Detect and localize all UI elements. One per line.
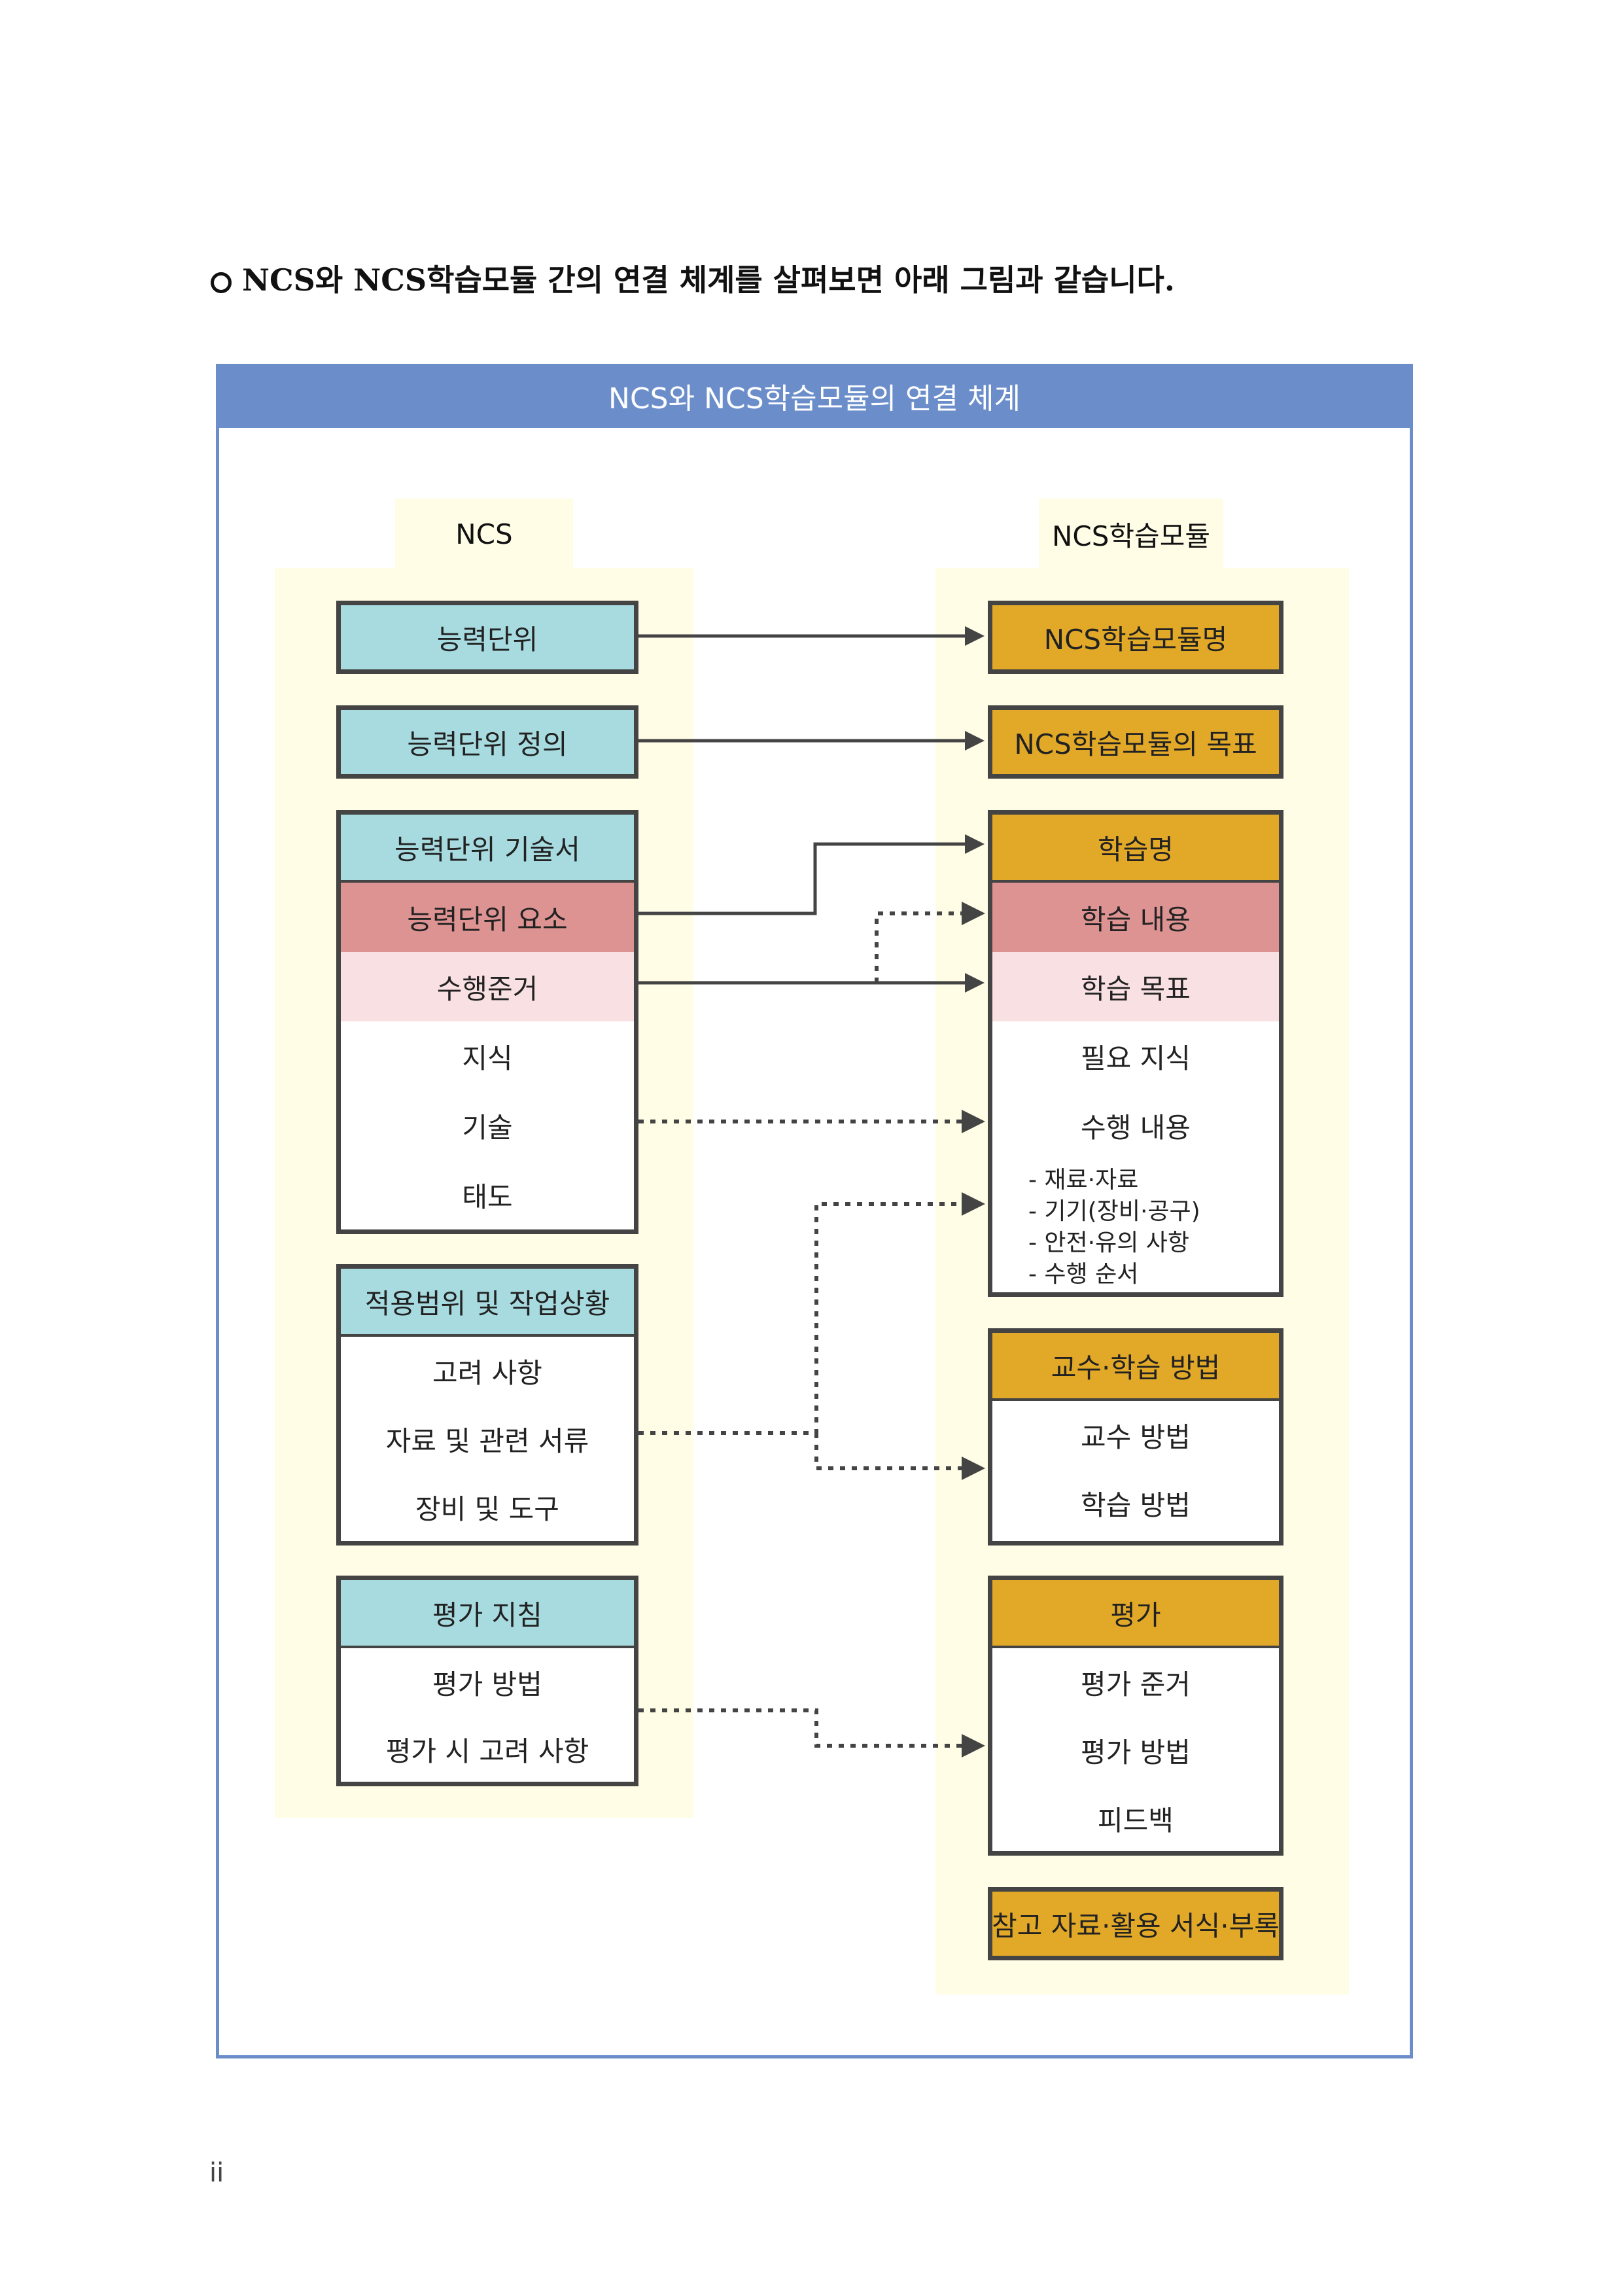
ncs-column-header: NCS [395,499,573,569]
ncs-skill: 기술 [462,1111,513,1144]
module-learning-content: 학습 내용 [992,883,1279,952]
ncs-equipment: 장비 및 도구 [415,1492,559,1525]
module-reference: 참고 자료·활용 서식·부록 [992,1892,1280,1956]
ncs-knowledge: 지식 [462,1042,513,1074]
module-learning-method: 학습 방법 [1081,1489,1191,1521]
module-eval-criteria: 평가 준거 [1081,1668,1191,1701]
ncs-unit: 능력단위 [341,605,634,669]
list-item: - 재료·자료 [1028,1167,1139,1193]
ncs-scope-title: 적용범위 및 작업상황 [341,1269,634,1337]
ncs-attitude: 태도 [462,1180,513,1213]
ncs-definition: 능력단위 정의 [341,710,634,774]
module-eval-title: 평가 [992,1580,1279,1648]
circle-bullet-icon [211,272,232,293]
ncs-descriptor-box: 능력단위 기술서 능력단위 요소 수행준거 지식 기술 태도 [336,810,638,1234]
module-goal: NCS학습모듈의 목표 [992,710,1279,774]
ncs-eval-considerations: 평가 시 고려 사항 [385,1735,589,1767]
module-goal-box: NCS학습모듈의 목표 [988,705,1283,779]
module-learning-box: 학습명 학습 내용 학습 목표 필요 지식 수행 내용 [988,810,1283,1297]
dotted-materials-to-list [638,1192,985,1435]
dotted-eval-considerations-to-method [638,1708,985,1757]
module-reference-box: 참고 자료·활용 서식·부록 [988,1887,1283,1960]
ncs-scope-box: 적용범위 및 작업상황 고려 사항 자료 및 관련 서류 장비 및 도구 [336,1264,638,1545]
ncs-eval-title: 평가 지침 [341,1580,634,1648]
ncs-eval-box: 평가 지침 평가 방법 평가 시 고려 사항 [336,1576,638,1786]
diagram-title: NCS와 NCS학습모듈의 연결 체계 [216,364,1413,428]
ncs-unit-box: 능력단위 [336,601,638,674]
module-teaching-title: 교수·학습 방법 [992,1333,1279,1401]
intro-sentence: NCS와 NCS학습모듈 간의 연결 체계를 살펴보면 아래 그림과 같습니다. [211,256,1175,300]
ncs-definition-box: 능력단위 정의 [336,705,638,779]
module-eval-method: 평가 방법 [1081,1736,1191,1769]
ncs-considerations: 고려 사항 [432,1356,542,1389]
ncs-criteria: 수행준거 [341,952,634,1021]
dotted-criteria-to-content [875,902,985,983]
page-number: ii [209,2158,224,2188]
list-item: - 안전·유의 사항 [1028,1229,1190,1256]
module-learning-title: 학습명 [992,815,1279,883]
module-required-knowledge: 필요 지식 [1081,1042,1191,1074]
module-teaching-box: 교수·학습 방법 교수 방법 학습 방법 [988,1328,1283,1545]
module-learning-objective: 학습 목표 [992,952,1279,1021]
dotted-materials-to-learning-method [814,1433,985,1480]
module-teaching-method: 교수 방법 [1081,1421,1191,1453]
module-eval-box: 평가 평가 준거 평가 방법 피드백 [988,1576,1283,1856]
ncs-eval-method: 평가 방법 [432,1668,542,1701]
performance-list: - 재료·자료 - 기기(장비·공구) - 안전·유의 사항 - 수행 순서 [1028,1165,1200,1290]
ncs-element: 능력단위 요소 [341,883,634,952]
list-item: - 기기(장비·공구) [1028,1198,1200,1225]
intro-text: NCS와 NCS학습모듈 간의 연결 체계를 살펴보면 아래 그림과 같습니다. [242,262,1175,298]
module-feedback: 피드백 [1098,1804,1174,1837]
module-performance: 수행 내용 [1081,1111,1191,1144]
module-name-box: NCS학습모듈명 [988,601,1283,674]
ncs-materials: 자료 및 관련 서류 [385,1424,589,1457]
arrow-element-to-learning-title [638,834,985,915]
module-name: NCS학습모듈명 [992,605,1279,669]
module-column-header: NCS학습모듈 [1039,499,1223,569]
ncs-descriptor-title: 능력단위 기술서 [341,815,634,883]
list-item: - 수행 순서 [1028,1261,1139,1288]
